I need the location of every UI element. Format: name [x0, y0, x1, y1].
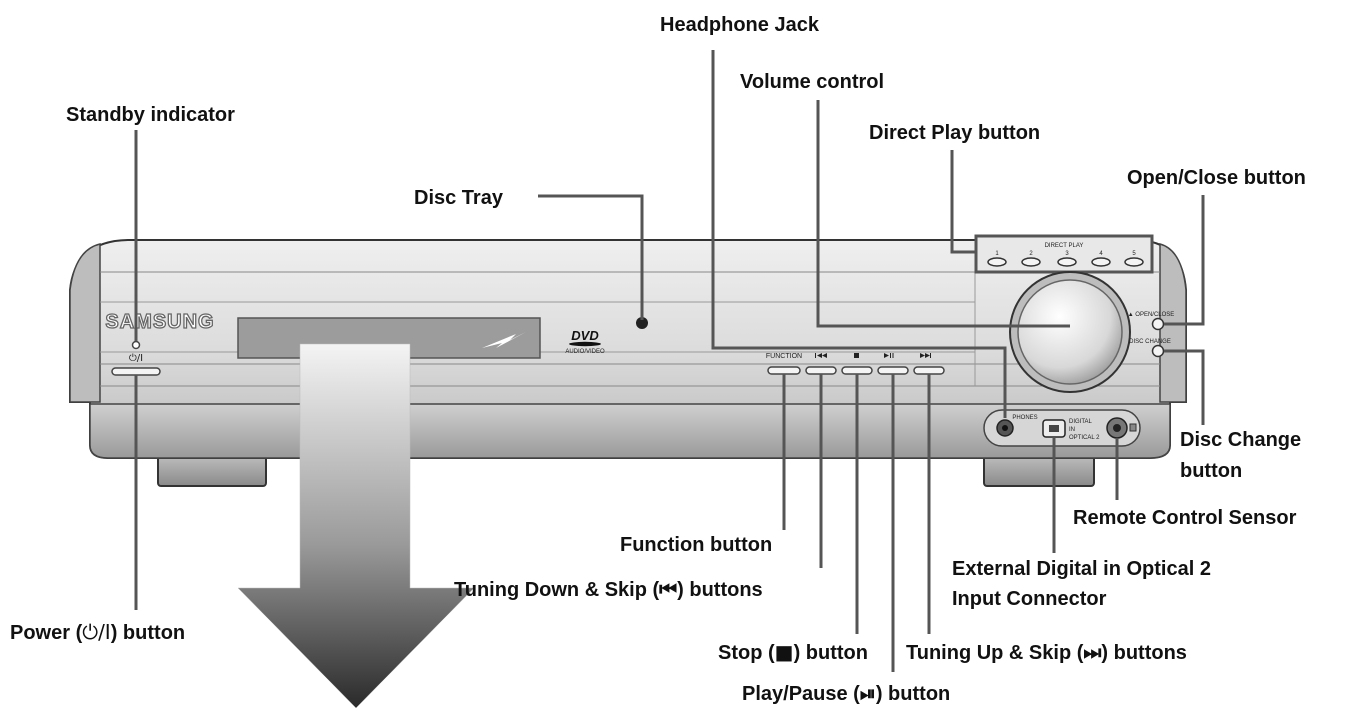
direct-play-button-1[interactable] — [987, 257, 1007, 267]
skip-back-icon: ⏮ — [659, 577, 677, 601]
open-close-print: ▲ OPEN/CLOSE — [1128, 312, 1175, 318]
label-power-button: Power (⏻/I) button — [10, 620, 185, 644]
direct-play-number: 1 — [995, 251, 999, 257]
down-arrow — [237, 343, 475, 709]
power-button[interactable] — [111, 367, 161, 376]
label-open-close-button: Open/Close button — [1127, 167, 1306, 189]
right-foot — [983, 455, 1095, 487]
play-pause-icon — [884, 353, 894, 358]
direct-play-print: DIRECT PLAY — [1045, 243, 1084, 249]
label-tuning-up-pre: Tuning Up & Skip ( — [906, 642, 1084, 664]
play-pause-button[interactable] — [877, 366, 909, 375]
skip-back-icon — [815, 353, 827, 358]
sensor-indicator — [1129, 423, 1137, 432]
direct-play-number: 3 — [1065, 251, 1069, 257]
label-external-digital-line2: Input Connector — [952, 588, 1107, 610]
leader-headphone-jack — [711, 50, 1007, 418]
label-stop-button: Stop (■) button — [718, 640, 868, 664]
label-stop-post: ) button — [794, 642, 868, 664]
direct-play-button-4[interactable] — [1091, 257, 1111, 267]
power-mark-print: ⏻/I — [129, 353, 143, 364]
digital-in-print-2: IN — [1069, 427, 1075, 433]
transport-icons — [815, 353, 931, 358]
leader-direct-play — [950, 150, 976, 254]
leader-volume-control — [816, 100, 1070, 328]
leader-disc-change — [1164, 349, 1205, 425]
label-play-pause-post: ) button — [876, 683, 950, 705]
function-button[interactable] — [767, 366, 801, 375]
direct-play-numbers: 1 2 3 4 5 — [995, 251, 1136, 257]
dvd-logo: DVD — [571, 328, 599, 343]
dvd-logo-sub: AUDIO/VIDEO — [565, 349, 605, 355]
label-disc-change-line2: button — [1180, 460, 1242, 482]
label-power-post: ) button — [111, 622, 185, 644]
direct-play-button-5[interactable] — [1124, 257, 1144, 267]
disc-change-button[interactable] — [1151, 344, 1165, 358]
skip-forward-icon — [920, 353, 931, 358]
direct-play-number: 5 — [1132, 251, 1136, 257]
left-foot — [157, 455, 267, 487]
display-flash — [482, 332, 526, 348]
label-power-pre: Power ( — [10, 622, 83, 644]
label-function-button: Function button — [620, 534, 772, 556]
leader-lines — [134, 50, 1205, 672]
label-tuning-down-pre: Tuning Down & Skip ( — [454, 579, 659, 601]
label-remote-control-sensor: Remote Control Sensor — [1073, 507, 1297, 529]
direct-play-button-2[interactable] — [1021, 257, 1041, 267]
label-disc-tray: Disc Tray — [414, 187, 504, 209]
direct-play-button-3[interactable] — [1057, 257, 1077, 267]
standby-led — [131, 340, 141, 350]
digital-in-print-1: DIGITAL — [1069, 419, 1093, 425]
tuning-down-skip-button[interactable] — [805, 366, 837, 375]
digital-in-print-3: OPTICAL 2 — [1069, 435, 1100, 441]
label-tuning-up-post: ) buttons — [1101, 642, 1187, 664]
label-volume-control: Volume control — [740, 71, 884, 93]
volume-knob[interactable] — [1017, 279, 1123, 385]
stop-icon — [854, 353, 859, 358]
power-icon: ⏻/I — [82, 620, 110, 644]
label-play-pause-button: Play/Pause (⏯) button — [742, 681, 950, 705]
label-disc-change-line1: Disc Change — [1180, 429, 1301, 451]
label-stop-pre: Stop ( — [718, 642, 775, 664]
label-play-pause-pre: Play/Pause ( — [742, 683, 860, 705]
disc-change-print: DISC CHANGE — [1129, 339, 1171, 345]
label-standby-indicator: Standby indicator — [66, 104, 235, 126]
direct-play-panel — [974, 234, 1154, 274]
label-tuning-down-skip: Tuning Down & Skip (⏮) buttons — [454, 577, 763, 601]
stop-icon: ■ — [775, 640, 794, 664]
leader-open-close — [1164, 195, 1205, 326]
stop-button[interactable] — [841, 366, 873, 375]
tuning-up-skip-button[interactable] — [913, 366, 945, 375]
dvd-logo-disc — [569, 341, 601, 347]
skip-forward-icon: ⏭ — [1083, 640, 1101, 664]
label-external-digital-line1: External Digital in Optical 2 — [952, 558, 1211, 580]
brand-logo: SAMSUNG — [105, 311, 214, 333]
play-pause-icon: ⏯ — [860, 681, 876, 705]
function-print: FUNCTION — [766, 353, 802, 360]
phones-print: PHONES — [1012, 415, 1037, 421]
disc-tray-dot — [636, 317, 648, 329]
label-tuning-up-skip: Tuning Up & Skip (⏭) buttons — [906, 640, 1187, 664]
direct-play-number: 2 — [1029, 251, 1033, 257]
direct-play-number: 4 — [1099, 251, 1103, 257]
label-headphone-jack: Headphone Jack — [660, 14, 820, 36]
left-side-panel — [69, 243, 101, 403]
label-direct-play-button: Direct Play button — [869, 122, 1040, 144]
label-tuning-down-post: ) buttons — [677, 579, 763, 601]
leader-disc-tray — [538, 194, 644, 320]
open-close-button[interactable] — [1151, 317, 1165, 331]
